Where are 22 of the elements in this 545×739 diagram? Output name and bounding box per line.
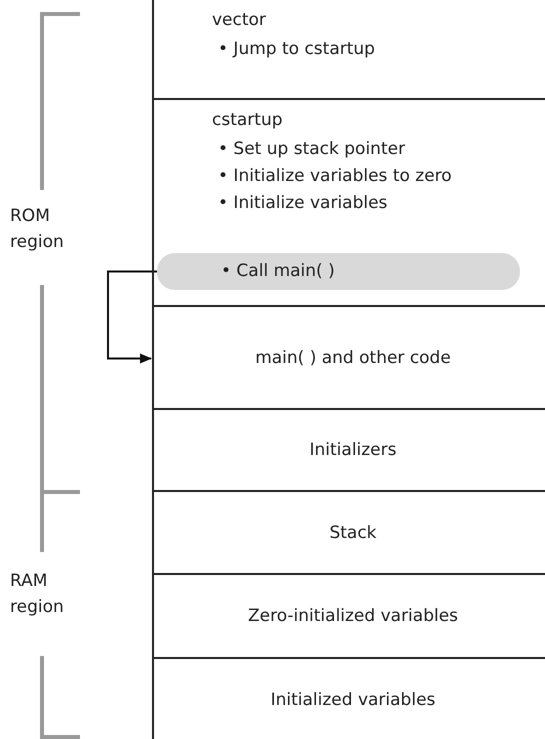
memory-segment [152,100,545,307]
region-label: ROM region [10,205,65,254]
bullet-item: • Call main( ) [221,260,335,283]
memory-segment [152,410,545,492]
highlight-band [157,253,520,290]
segment-label: Initialized variables [270,690,436,710]
segment-label: Initializers [310,440,396,460]
memory-segment [152,492,545,575]
region-label: RAM region [10,570,65,619]
segment-label: Zero-initialized variables [248,606,458,626]
memory-segment [152,0,545,100]
bullet-item: • Set up stack pointer [218,138,406,161]
segment-heading: cstartup [212,110,283,130]
memory-segment [152,307,545,410]
arrow [107,270,157,364]
segment-heading: vector [212,10,266,30]
segment-label: Stack [329,522,377,542]
bullet-item: • Initialize variables to zero [218,165,452,188]
memory-segment [152,575,545,659]
bullet-item: • Initialize variables [218,192,388,215]
bullet-item: • Jump to cstartup [218,38,375,61]
segment-label: main( ) and other code [255,348,451,368]
